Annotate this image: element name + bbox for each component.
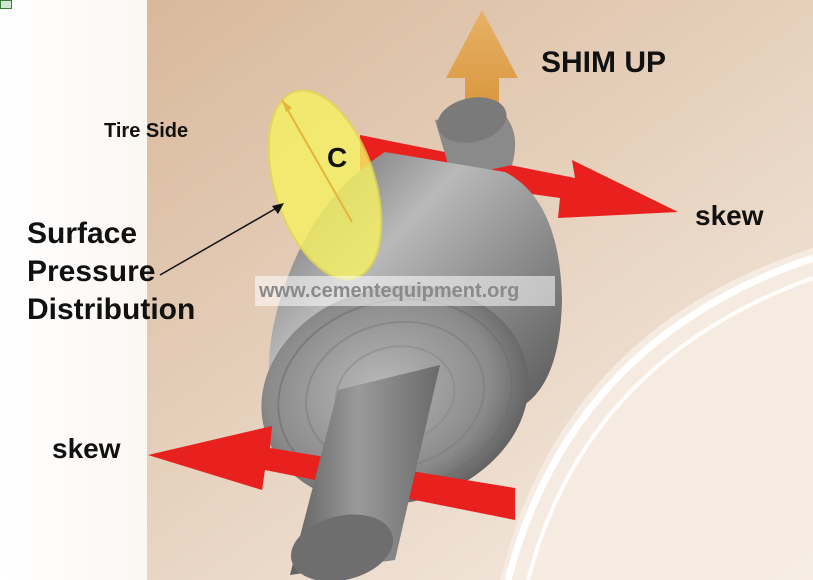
c-label: C — [327, 142, 348, 173]
tire-side-label: Tire Side — [104, 120, 189, 142]
corner-icon — [0, 0, 12, 9]
shim-up-arrow — [446, 10, 518, 120]
top-shaft-end — [437, 97, 507, 143]
left-white-strip — [0, 0, 147, 580]
bottom-shaft-end — [290, 514, 394, 580]
surface-line-1: Surface — [27, 217, 138, 250]
pressure-axis-line — [281, 99, 353, 223]
skew-label-right: skew — [695, 200, 764, 231]
shim-up-label: SHIM UP — [541, 46, 667, 79]
curve-line-inner — [526, 276, 813, 580]
surface-line-3: Distribution — [27, 293, 196, 326]
surface-pressure-label: Surface Pressure Distribution — [27, 215, 195, 329]
curve-band — [500, 248, 813, 580]
skew-arrow-right — [360, 135, 678, 218]
skew-label-left: skew — [52, 433, 121, 464]
watermark: www.cementequipment.org — [255, 276, 555, 306]
surface-line-2: Pressure — [27, 255, 156, 288]
watermark-text: www.cementequipment.org — [259, 280, 520, 302]
curve-line-outer — [504, 254, 813, 580]
pointer-arrow — [159, 205, 281, 276]
